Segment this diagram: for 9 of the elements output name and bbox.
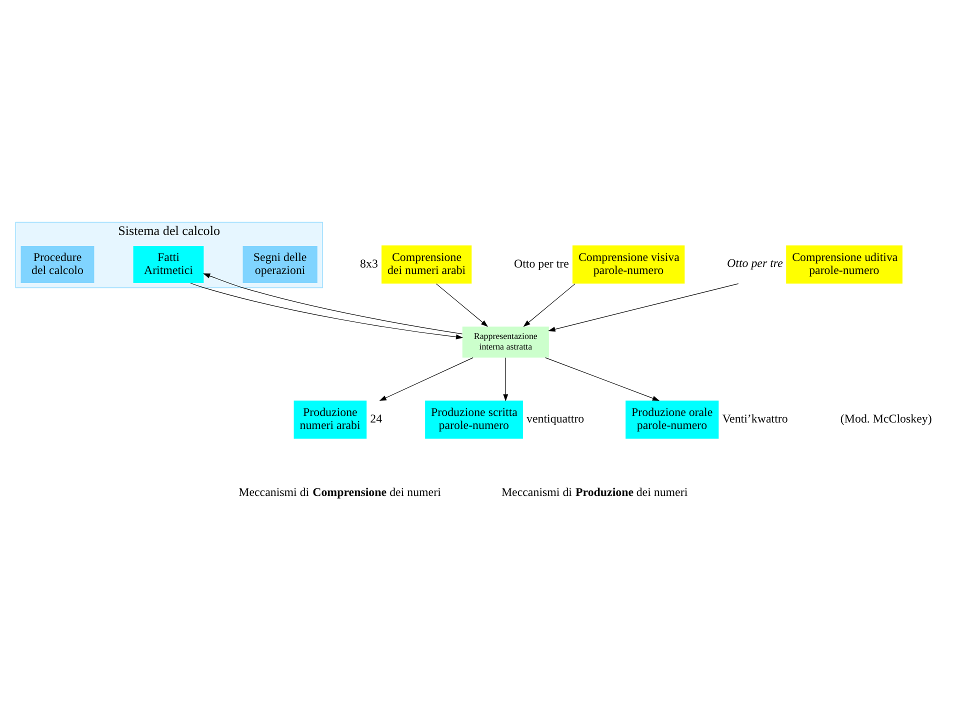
node-label: 24 [370, 411, 382, 426]
label: Meccanismi di Comprensione dei numeri [238, 484, 441, 499]
node-label: ventiquattro [526, 411, 584, 426]
node-label: Otto per tre [727, 255, 783, 270]
label: (Mod. McCloskey) [840, 411, 932, 426]
node-label: 8x3 [360, 256, 378, 270]
node-label: Venti’kwattro [722, 411, 788, 426]
label: Meccanismi di Produzione dei numeri [501, 484, 688, 499]
node-label: Otto per tre [514, 256, 569, 270]
